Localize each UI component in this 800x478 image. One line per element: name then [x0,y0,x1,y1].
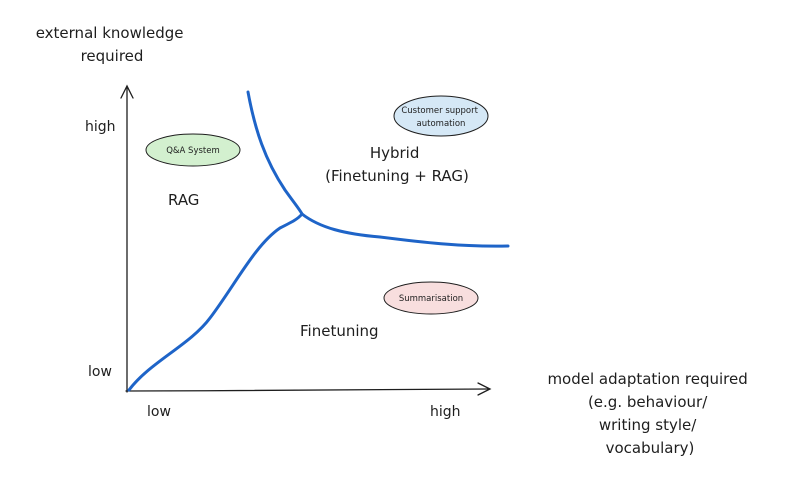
y-tick-low: low [88,364,112,380]
region-label-finetuning: Finetuning [300,322,379,340]
summarisation-label: Summarisation [399,294,463,304]
customer-support-label-line-1: Customer support [401,106,478,116]
x-tick-low: low [147,404,171,420]
qa-system-bubble [145,133,241,167]
region-label-rag: RAG [168,191,199,209]
customer-support-label-line-2: automation [417,119,466,129]
y-axis-title-line-1: external knowledge [36,24,184,42]
hybrid-finetuning-boundary [300,212,510,248]
y-tick-high: high [85,119,116,135]
rag-finetuning-boundary [127,212,304,392]
region-label-hybrid-line-1: Hybrid [370,144,420,162]
region-label-hybrid: Hybrid (Finetuning + RAG) [325,144,469,185]
example-qa-system: Q&A System [145,133,241,167]
x-axis-title: model adaptation required (e.g. behaviou… [547,370,752,457]
x-axis-title-line-2: (e.g. behaviour/ [588,393,708,411]
y-axis [120,84,134,393]
x-axis-arrowhead [477,382,492,396]
rag-hybrid-boundary [246,90,304,216]
x-axis-title-line-1: model adaptation required [547,370,747,388]
x-tick-high: high [430,404,461,420]
customer-support-label: Customer support automation [401,106,480,129]
y-axis-arrowhead [120,84,134,99]
x-axis-title-line-4: vocabulary) [606,439,695,457]
region-boundaries [127,90,510,392]
y-axis-title: external knowledge required [36,24,189,65]
region-label-hybrid-line-2: (Finetuning + RAG) [325,167,469,185]
x-axis-title-line-3: writing style/ [599,416,697,434]
x-axis-line [125,388,489,392]
y-axis-title-line-2: required [81,47,144,65]
qa-system-label: Q&A System [166,146,220,156]
customer-support-bubble [393,95,489,137]
example-summarisation: Summarisation [383,281,479,315]
example-customer-support: Customer support automation [393,95,489,137]
x-axis [125,382,492,396]
summarisation-bubble [383,281,479,315]
